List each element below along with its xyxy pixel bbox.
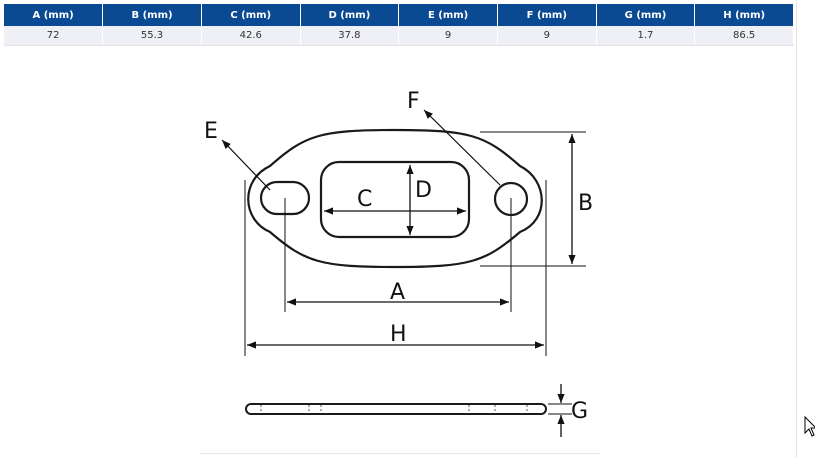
header-a: A (mm): [4, 4, 104, 26]
label-e: E: [204, 119, 218, 144]
footer-divider: [200, 453, 600, 454]
leader-line-f: [423, 109, 501, 186]
dimensions-value-row: 72 55.3 42.6 37.8 9 9 1.7 86.5: [4, 26, 794, 46]
value-g: 1.7: [596, 26, 696, 46]
gasket-outline: [247, 128, 543, 269]
value-h: 86.5: [694, 26, 794, 46]
value-c: 42.6: [201, 26, 301, 46]
header-b: B (mm): [102, 4, 202, 26]
gasket-side-profile: [245, 403, 547, 415]
value-b: 55.3: [102, 26, 202, 46]
value-e: 9: [398, 26, 498, 46]
value-f: 9: [497, 26, 597, 46]
value-d: 37.8: [300, 26, 400, 46]
header-d: D (mm): [300, 4, 400, 26]
gasket-dimension-diagram: E F B C D A H G: [204, 89, 593, 437]
label-f: F: [407, 89, 420, 114]
value-a: 72: [4, 26, 104, 46]
header-h: H (mm): [694, 4, 794, 26]
label-c: C: [357, 187, 372, 212]
header-c: C (mm): [201, 4, 301, 26]
header-f: F (mm): [497, 4, 597, 26]
dimensions-header-row: A (mm) B (mm) C (mm) D (mm) E (mm) F (mm…: [4, 4, 794, 26]
label-d: D: [415, 178, 432, 203]
label-b: B: [578, 191, 593, 216]
header-g: G (mm): [596, 4, 696, 26]
label-g: G: [571, 399, 588, 424]
header-e: E (mm): [398, 4, 498, 26]
dimensions-table: A (mm) B (mm) C (mm) D (mm) E (mm) F (mm…: [4, 4, 794, 46]
gasket-center-opening: [319, 160, 471, 239]
label-a: A: [390, 280, 405, 305]
mouse-cursor-icon: [804, 416, 815, 437]
label-h: H: [390, 322, 407, 347]
side-profile-hole-marks: [260, 405, 528, 413]
content-panel: A (mm) B (mm) C (mm) D (mm) E (mm) F (mm…: [4, 0, 797, 458]
leader-line-e: [221, 139, 271, 191]
